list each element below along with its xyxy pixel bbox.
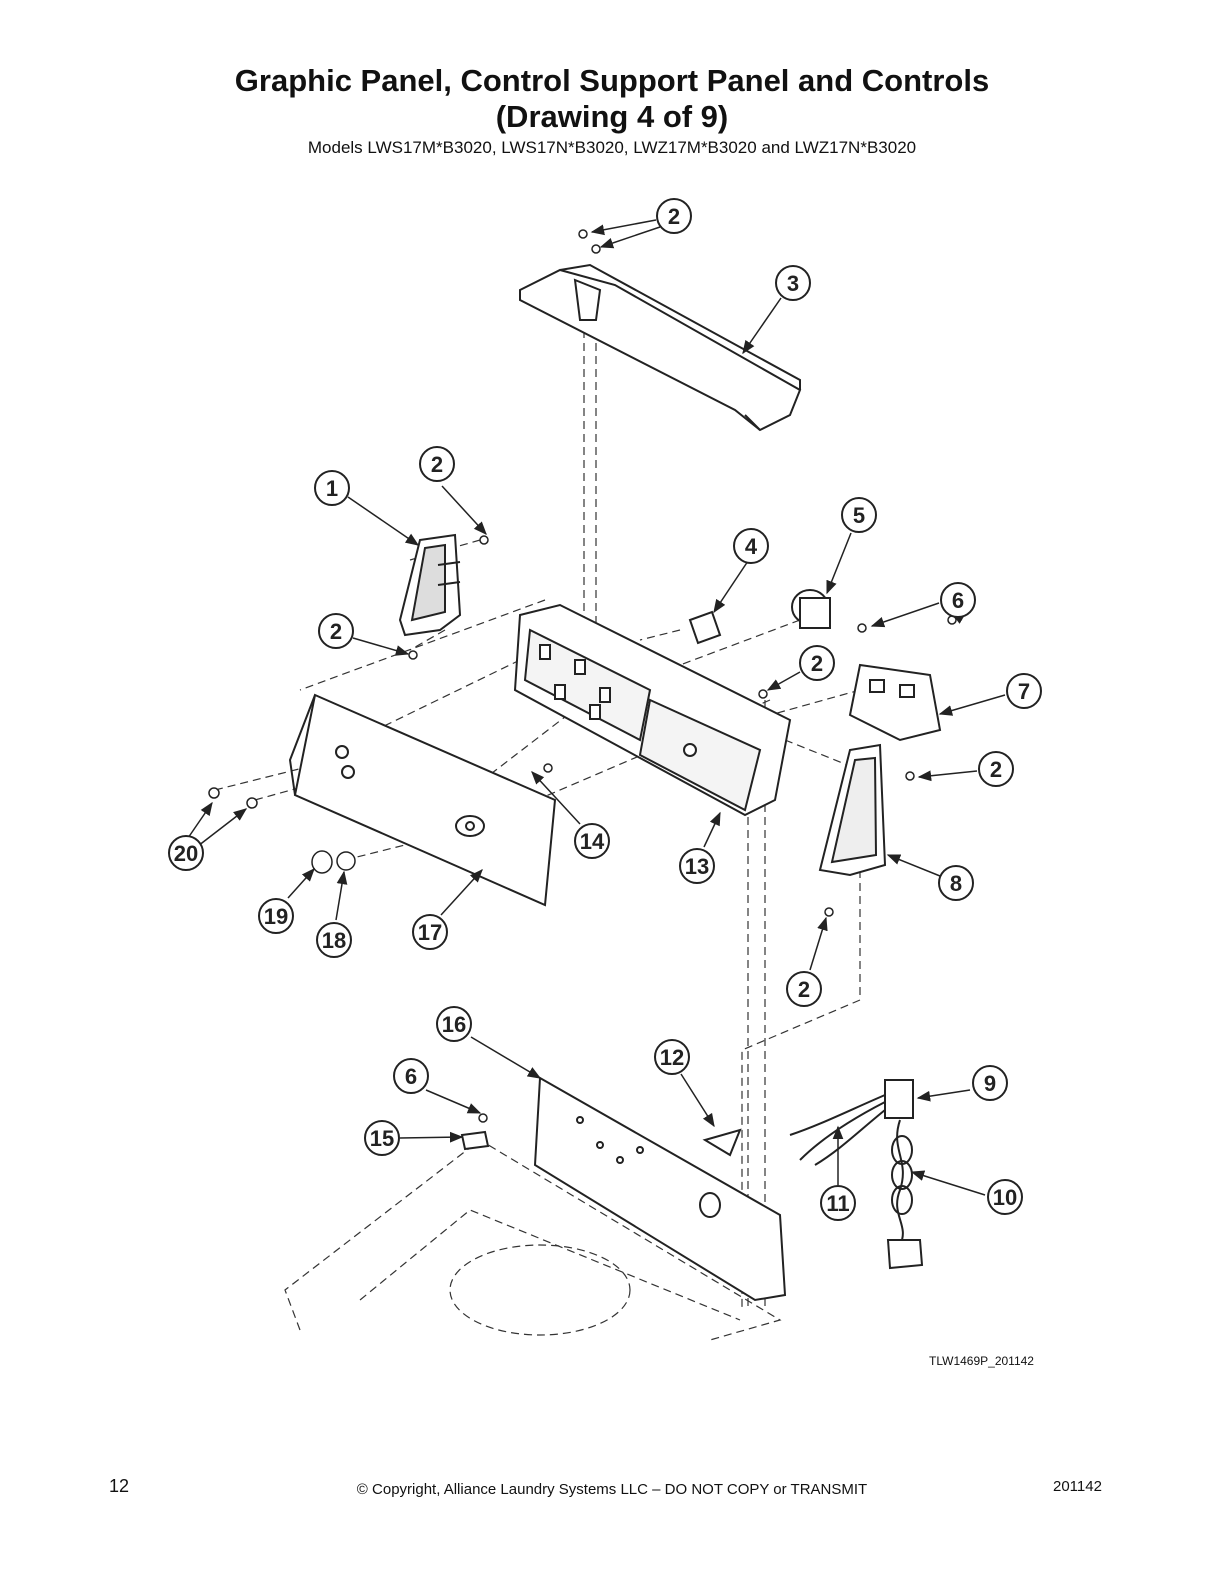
page-number: 12 — [109, 1476, 130, 1496]
document-code: 201142 — [1053, 1478, 1102, 1495]
callout-4: 4 — [733, 528, 769, 564]
svg-text:6: 6 — [405, 1064, 417, 1089]
svg-text:6: 6 — [952, 588, 964, 613]
svg-text:9: 9 — [984, 1071, 996, 1096]
callout-15: 15 — [364, 1120, 400, 1156]
callout-9: 9 — [972, 1065, 1008, 1101]
callout-12: 12 — [654, 1039, 690, 1075]
callout-2: 2 — [978, 751, 1014, 787]
svg-text:10: 10 — [993, 1185, 1017, 1210]
callout-2: 2 — [419, 446, 455, 482]
page-title-drawing-number: (Drawing 4 of 9) — [495, 99, 729, 134]
svg-text:7: 7 — [1018, 679, 1030, 704]
left-end-cap — [398, 533, 462, 637]
callout-2: 2 — [799, 645, 835, 681]
console-back-panel — [533, 1076, 787, 1302]
svg-text:14: 14 — [580, 829, 605, 854]
svg-text:12: 12 — [660, 1045, 684, 1070]
svg-text:3: 3 — [787, 271, 799, 296]
graphic-panel — [288, 693, 557, 907]
svg-text:15: 15 — [370, 1126, 394, 1151]
power-cord-assembly — [789, 1079, 924, 1270]
svg-text:16: 16 — [442, 1012, 466, 1037]
callout-16: 16 — [436, 1006, 472, 1042]
svg-text:2: 2 — [668, 204, 680, 229]
callout-3: 3 — [775, 265, 811, 301]
callout-6: 6 — [940, 582, 976, 618]
svg-text:2: 2 — [431, 452, 443, 477]
callout-8: 8 — [938, 865, 974, 901]
callout-10: 10 — [987, 1179, 1023, 1215]
callout-13: 13 — [679, 848, 715, 884]
models-subtitle: Models LWS17M*B3020, LWS17N*B3020, LWZ17… — [307, 138, 917, 157]
svg-text:17: 17 — [418, 920, 442, 945]
control-support-panel — [513, 603, 792, 817]
right-end-cap — [818, 743, 887, 877]
callout-11: 11 — [820, 1185, 856, 1221]
svg-text:1: 1 — [326, 476, 338, 501]
svg-text:11: 11 — [826, 1191, 849, 1216]
copyright-notice: © Copyright, Alliance Laundry Systems LL… — [356, 1481, 868, 1498]
svg-text:2: 2 — [990, 757, 1002, 782]
svg-text:20: 20 — [174, 841, 198, 866]
callout-2: 2 — [656, 198, 692, 234]
callout-17: 17 — [412, 914, 448, 950]
callout-14: 14 — [574, 823, 610, 859]
rotary-switch — [688, 610, 722, 645]
svg-text:19: 19 — [264, 904, 288, 929]
cord-clip — [460, 1130, 490, 1151]
callout-18: 18 — [316, 922, 352, 958]
svg-text:18: 18 — [322, 928, 346, 953]
svg-text:2: 2 — [798, 977, 810, 1002]
console-top-cover — [519, 263, 802, 432]
svg-text:4: 4 — [745, 534, 758, 559]
callout-2: 2 — [318, 613, 354, 649]
svg-text:2: 2 — [330, 619, 342, 644]
svg-text:2: 2 — [811, 651, 823, 676]
callouts: 2 3 2 1 5 4 6 2 2 7 2 14 20 13 8 19 18 1… — [168, 198, 1042, 1221]
svg-text:5: 5 — [853, 503, 865, 528]
page-title: Graphic Panel, Control Support Panel and… — [234, 63, 990, 98]
selector-switch — [791, 589, 831, 629]
timer — [848, 663, 942, 742]
callout-7: 7 — [1006, 673, 1042, 709]
svg-text:8: 8 — [950, 871, 962, 896]
callout-2: 2 — [786, 971, 822, 1007]
drawing-id: TLW1469P_201142 — [929, 1354, 1034, 1368]
screws — [208, 229, 957, 1123]
svg-text:13: 13 — [685, 854, 709, 879]
callout-19: 19 — [258, 898, 294, 934]
callout-1: 1 — [314, 470, 350, 506]
callout-5: 5 — [841, 497, 877, 533]
warning-label — [702, 1128, 742, 1157]
callout-6: 6 — [393, 1058, 429, 1094]
callout-20: 20 — [168, 835, 204, 871]
